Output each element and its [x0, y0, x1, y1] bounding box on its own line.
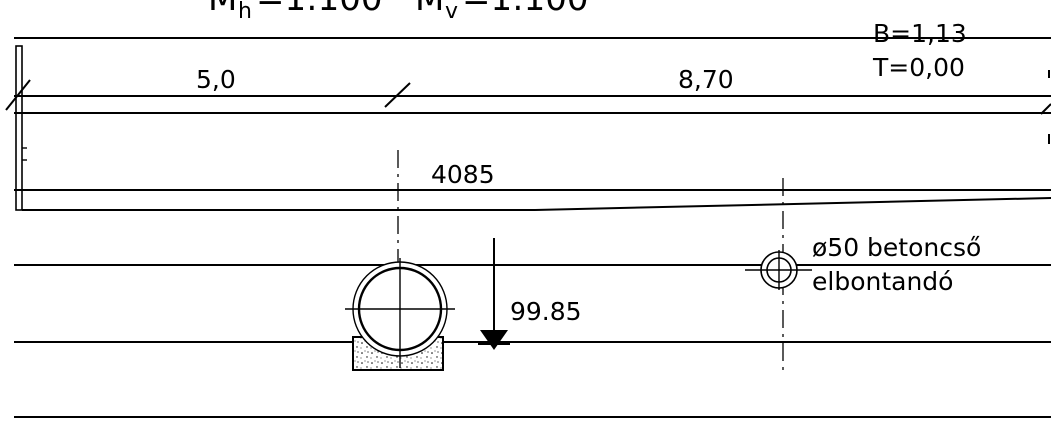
scale-horizontal-prefix: M [208, 0, 237, 19]
scale-vertical-prefix: M [415, 0, 444, 19]
level-arrow-head [480, 330, 508, 350]
scale-vertical-sub: v [445, 0, 458, 24]
scale-title: M h =1:100 M v =1:100 [208, 0, 588, 24]
left-edge-marker [15, 45, 27, 211]
scale-horizontal-value: =1:100 [256, 0, 382, 19]
design-level-label: 99.85 [510, 297, 582, 326]
existing-pipe-diameter-label: ø50 betoncső [812, 233, 981, 262]
design-pipe [345, 258, 455, 371]
tick-right [1040, 103, 1051, 115]
distance-left-label: 5,0 [196, 65, 236, 94]
tick-left [5, 79, 31, 111]
distance-right-label: 8,70 [678, 65, 734, 94]
existing-pipe [745, 250, 812, 290]
existing-pipe-note-label: elbontandó [812, 267, 953, 296]
t-label: T=0,00 [872, 53, 965, 82]
scale-horizontal-sub: h [238, 0, 252, 24]
scale-vertical-value: =1:100 [462, 0, 588, 19]
terrain-line-slope [534, 197, 1051, 211]
level-marker [478, 238, 510, 350]
slope-label: B=1,13 [873, 19, 967, 48]
tick-mid [384, 82, 411, 108]
chainage-label: 4085 [431, 160, 495, 189]
